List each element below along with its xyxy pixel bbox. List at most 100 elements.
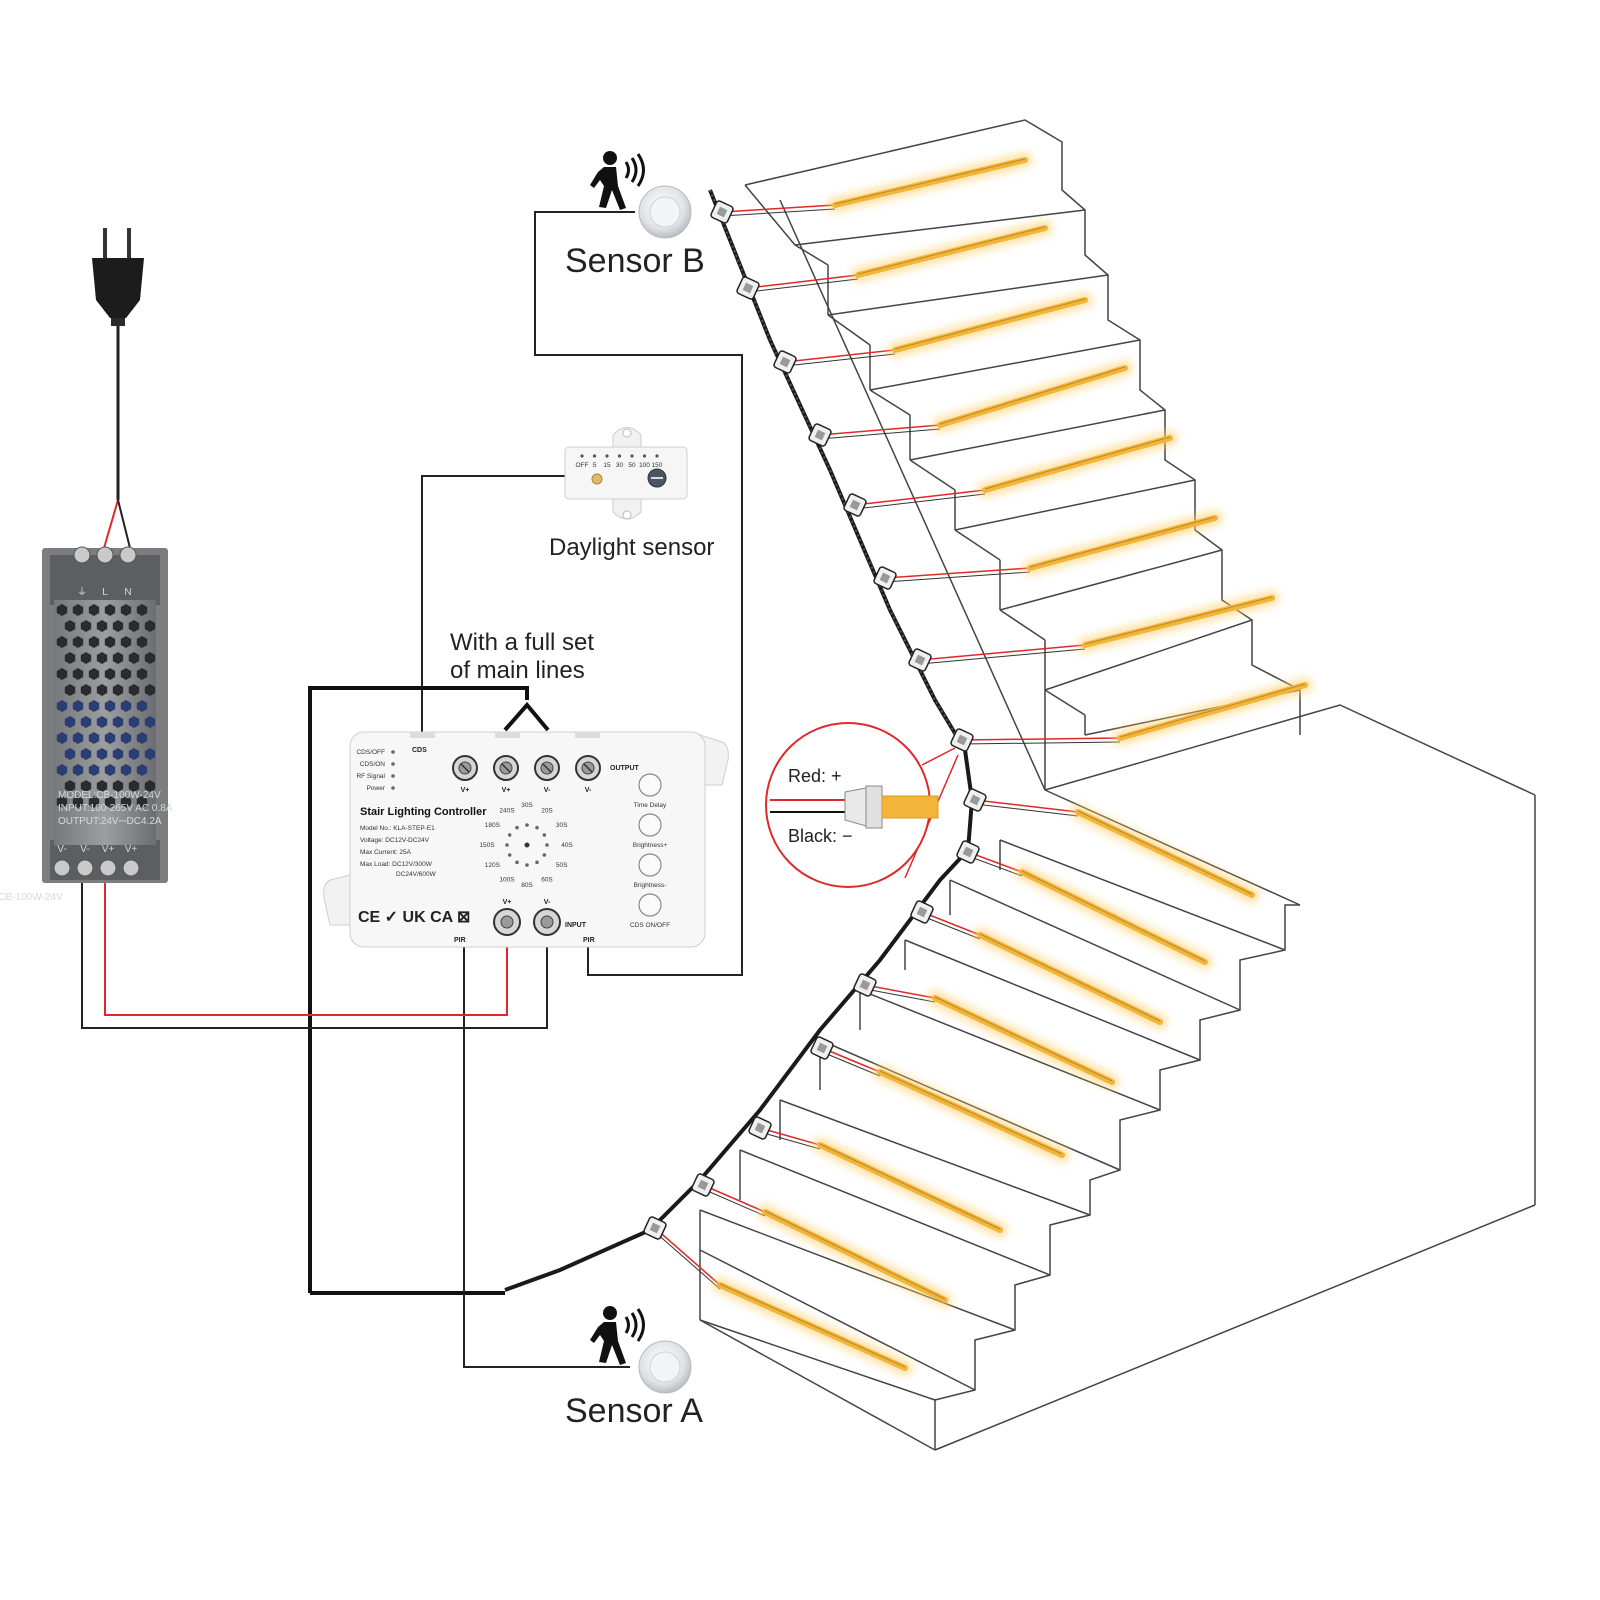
vent-hole (112, 780, 124, 792)
certification-marks: CE ✓ UK CA ⊠ (358, 909, 470, 926)
led-strip (982, 435, 1173, 493)
vent-hole (80, 620, 92, 632)
dial-label: 40S (561, 842, 573, 849)
strip-lead-black (721, 208, 836, 217)
vent-hole (64, 716, 76, 728)
status-led-label: RF Signal (356, 773, 385, 780)
strip-lead-red (821, 1047, 881, 1073)
vent-hole (136, 700, 148, 712)
terminal-label: V+ (502, 787, 511, 794)
vent-hole (96, 652, 108, 664)
connector-clip (716, 206, 728, 218)
vent-holes (56, 604, 156, 808)
strip-lead-black (967, 855, 1023, 877)
psu-input-terminals: ⏚ L N (73, 546, 137, 598)
vent-hole (112, 716, 124, 728)
terminal-label: V- (544, 899, 551, 906)
strip-lead-black (654, 1231, 721, 1290)
vent-hole (80, 684, 92, 696)
strip-lead-black (747, 278, 859, 293)
vent-hole (72, 700, 84, 712)
control-button (638, 893, 662, 917)
vent-hole (112, 684, 124, 696)
dial-dot (507, 853, 512, 857)
vent-hole (128, 780, 140, 792)
led-strip (817, 1142, 1003, 1233)
vent-hole (120, 796, 132, 808)
vent-hole (104, 732, 116, 744)
strip-edge (1119, 683, 1306, 738)
red-wire-label: Red: + (788, 766, 842, 786)
strip-lead-red (961, 737, 1121, 741)
led-strip (892, 297, 1088, 353)
control-button (638, 813, 662, 837)
psu-terminal-label: V- (80, 844, 89, 855)
strip-lead-red (919, 644, 1086, 661)
connector-clip (697, 1179, 709, 1191)
terminal-label: V+ (503, 899, 512, 906)
control-button-label: Time Delay (634, 802, 667, 809)
polarity-callout: Red: + Black: − (765, 722, 959, 888)
scale-label: OFF (576, 462, 589, 469)
strip-connectors (643, 200, 987, 1240)
strip-edge (1077, 810, 1253, 895)
strip-lead-red (747, 274, 859, 289)
vent-hole (56, 796, 68, 808)
dial-dot (535, 860, 539, 865)
trimmer-knob-icon (647, 468, 667, 488)
psu-terminal-label: V- (57, 844, 66, 855)
controller-title: Stair Lighting Controller (360, 806, 487, 818)
psu-terminal-label: V+ (125, 844, 138, 855)
led-strip (937, 365, 1128, 428)
connector-clip (859, 979, 871, 991)
vent-hole (56, 604, 68, 616)
terminal-slot (542, 763, 552, 773)
black-wire-label: Black: − (788, 826, 853, 846)
dial-label: 50S (556, 862, 568, 869)
dial-label: 30S (521, 802, 533, 809)
led-strips (654, 152, 1313, 1376)
vent-hole (64, 684, 76, 696)
vent-hole (96, 748, 108, 760)
vent-hole (136, 604, 148, 616)
sensor-a-label: Sensor A (565, 1392, 703, 1430)
vent-hole (88, 604, 100, 616)
status-led (391, 750, 395, 754)
strip-lead-black (884, 571, 1031, 583)
scale-label: 5 (593, 462, 597, 469)
vent-hole (72, 636, 84, 648)
controller-current: Max Current: 25A (360, 849, 412, 856)
strip-edge (934, 996, 1113, 1082)
dial-dot (507, 833, 512, 837)
vent-hole (128, 620, 140, 632)
vent-hole (104, 668, 116, 680)
strip-edge (939, 366, 1126, 425)
vent-hole (96, 780, 108, 792)
scale-dot (580, 454, 584, 458)
vent-hole (96, 620, 108, 632)
dial-dot (525, 863, 529, 867)
walking-person-icon (590, 1306, 645, 1365)
strip-edge (979, 933, 1161, 1022)
led-strip (1082, 595, 1275, 648)
strip-edge (1029, 516, 1216, 568)
main-cable (504, 189, 975, 1292)
vent-hole (136, 764, 148, 776)
vent-hole (80, 652, 92, 664)
vent-hole (88, 636, 100, 648)
vent-hole (104, 604, 116, 616)
dial-label: 60S (541, 877, 553, 884)
terminal-slot (501, 763, 511, 773)
psu-output-terminals: V- V- V+ V+ (53, 844, 140, 877)
power-supply: ⏚ L N MODEL:CB-100W-24V MODEL:CB-100W-24… (0, 546, 173, 903)
scale-label: 150 (652, 462, 663, 469)
connector-clip (816, 1042, 828, 1054)
sensor-b-label: Sensor B (565, 242, 705, 280)
terminal-label: V+ (461, 787, 470, 794)
strip-edge (1084, 596, 1273, 645)
vent-hole (120, 732, 132, 744)
led-strip (932, 995, 1115, 1085)
connector-clip (879, 572, 891, 584)
control-button-label: Brightness+ (633, 842, 668, 849)
scale-label: 100 (639, 462, 650, 469)
